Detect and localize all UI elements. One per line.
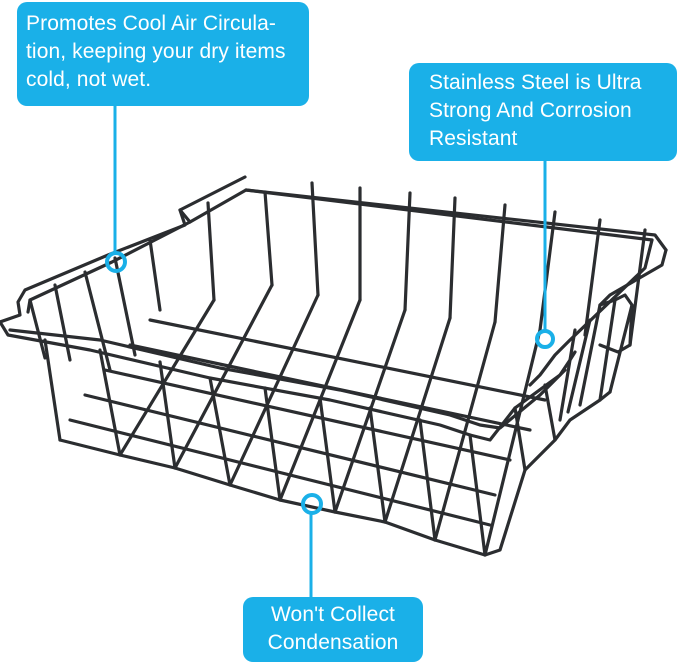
basket-right-rim-inner	[528, 238, 654, 387]
anchor-ring-condensation	[301, 493, 323, 515]
basket-right-verticals	[558, 298, 634, 422]
basket-left-verticals	[28, 238, 162, 372]
callout-condensation-line-1: Won't Collect	[271, 603, 395, 626]
callout-condensation: Won't Collect Condensation	[243, 597, 423, 662]
callout-stainless-steel: Stainless Steel is Ultra Strong And Corr…	[409, 63, 677, 161]
basket-wires	[0, 175, 668, 557]
callout-steel-line-3: Resistant	[429, 127, 518, 150]
callout-condensation-line-2: Condensation	[267, 631, 399, 654]
basket-front-rim-inner	[8, 328, 567, 430]
callout-steel-line-2: Strong And Corrosion	[429, 99, 632, 122]
callout-circulation-line-1: Promotes Cool Air Circula-	[26, 12, 277, 35]
callout-air-circulation: Promotes Cool Air Circula- tion, keeping…	[17, 2, 309, 106]
basket-right-rim	[598, 248, 668, 354]
callout-steel-line-1: Stainless Steel is Ultra	[429, 71, 642, 94]
anchor-ring-circulation	[105, 251, 127, 273]
anchor-ring-steel	[535, 329, 555, 349]
basket-back-rim	[178, 175, 668, 252]
basket-bottom-grid	[68, 283, 547, 557]
basket-back-verticals	[206, 181, 647, 347]
callout-circulation-line-2: tion, keeping your dry items	[26, 40, 286, 63]
callout-circulation-line-3: cold, not wet.	[26, 68, 152, 91]
